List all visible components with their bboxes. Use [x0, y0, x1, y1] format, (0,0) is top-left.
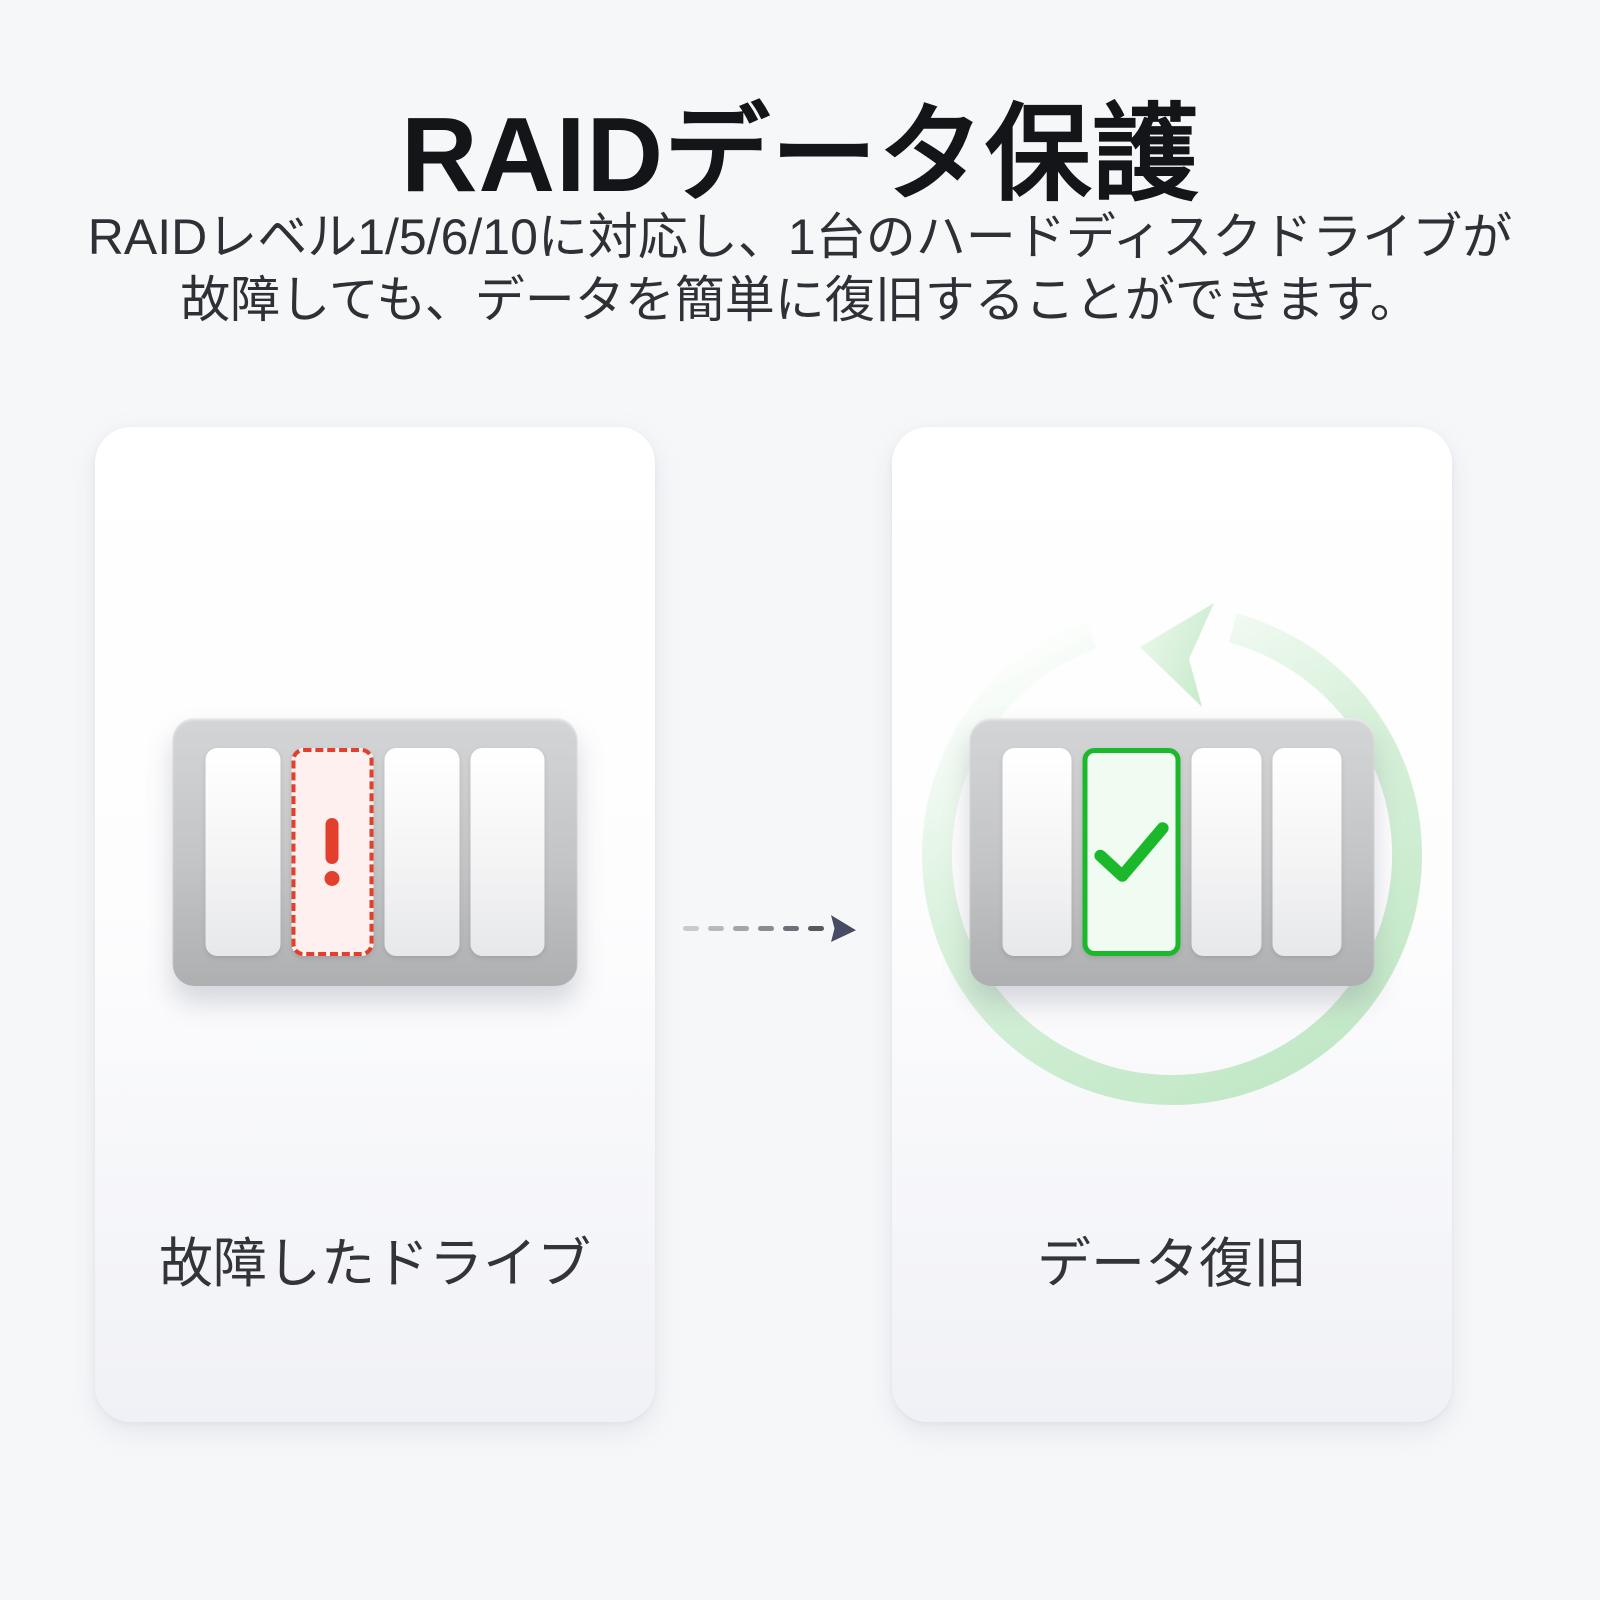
- exclamation-icon: [324, 818, 340, 886]
- arrow-dash: [758, 925, 774, 931]
- drive-bay: [1002, 748, 1072, 956]
- check-icon: [1094, 822, 1169, 882]
- arrow-dash: [808, 925, 824, 931]
- drive-enclosure: [172, 718, 578, 986]
- drive-bay: [470, 748, 545, 956]
- drive-enclosure: [969, 718, 1375, 986]
- subtitle-line-1: RAIDレベル1/5/6/10に対応し、1台のハードディスクドライブが: [87, 209, 1513, 265]
- page-title: RAIDデータ保護: [400, 96, 1200, 214]
- subtitle-line-2: 故障しても、データを簡単に復旧することができます。: [180, 272, 1420, 328]
- drive-bay: [205, 748, 280, 956]
- drive-bay: [1191, 748, 1262, 956]
- arrow-dash: [683, 925, 699, 931]
- failed-drive-bay: [291, 748, 374, 956]
- page-subtitle: RAIDレベル1/5/6/10に対応し、1台のハードディスクドライブが 故障して…: [0, 206, 1600, 332]
- recovery-cycle-arrow-icon: [922, 603, 1423, 1105]
- card-label: データ復旧: [1037, 1234, 1307, 1294]
- exclamation-bar: [325, 818, 339, 864]
- exclamation-dot: [324, 871, 340, 886]
- drive-bay: [1272, 748, 1342, 956]
- arrow-dash: [783, 925, 799, 931]
- card-label: 故障したドライブ: [159, 1234, 591, 1294]
- data-recovery-card: データ復旧: [892, 427, 1452, 1422]
- arrow-dash: [708, 925, 724, 931]
- arrowhead-icon: [831, 915, 856, 942]
- recovered-drive-bay: [1082, 748, 1181, 956]
- drive-bay: [384, 748, 459, 956]
- arrow-dash: [733, 925, 749, 931]
- failed-drive-card: 故障したドライブ: [95, 427, 655, 1422]
- transition-dashed-arrow: [683, 910, 863, 946]
